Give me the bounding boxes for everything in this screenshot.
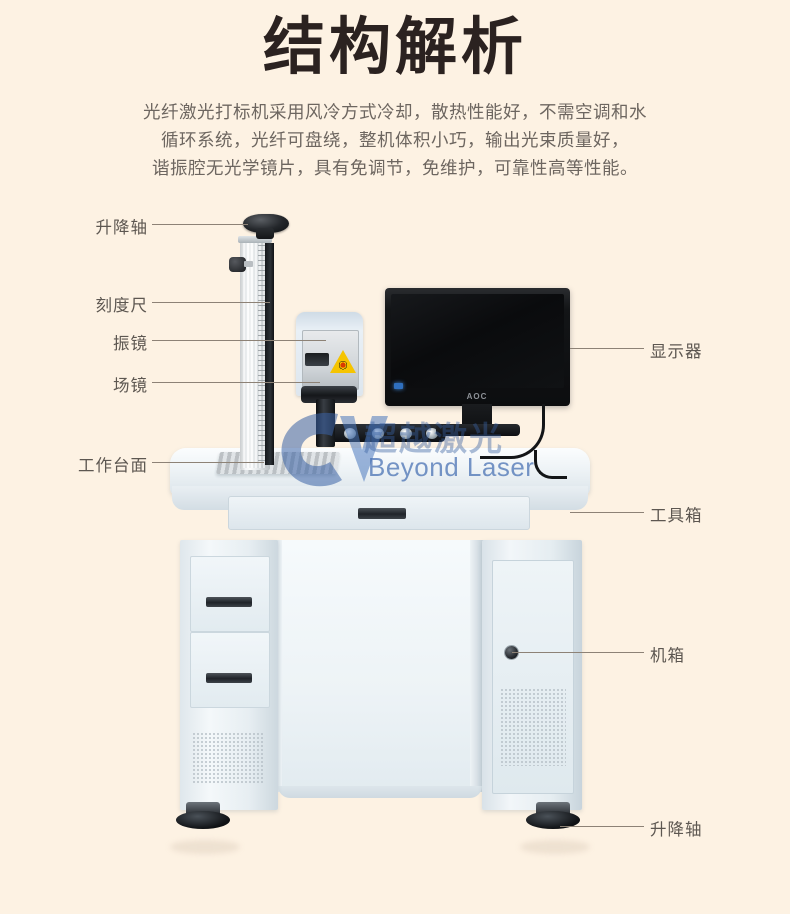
leader-line-monitor [570,348,644,349]
leader-line-galvanometer [152,340,326,341]
laser-optic-3 [400,428,412,439]
page-title: 结构解析 [262,13,527,82]
callout-label-galvanometer: 振镜 [113,335,148,353]
leader-line-chassis [512,652,644,653]
callout-label-scale-ruler: 刻度尺 [95,297,148,315]
page-description: 光纤激光打标机采用风冷方式冷却，散热性能好，不需空调和水 循环系统，光纤可盘绕，… [65,98,725,182]
laser-warning-icon [330,350,356,373]
foot-shadow-left [170,840,240,854]
callout-label-lifting-axis-top: 升降轴 [95,219,148,237]
drawer-lower-handle[interactable] [206,673,252,683]
drawer-lower[interactable] [190,632,270,708]
callout-label-chassis: 机箱 [650,647,685,665]
lock-icon[interactable] [505,646,518,659]
foot-shadow-right [520,840,590,854]
monitor-cable-lower [534,450,567,479]
scale-ruler-ticks [258,245,266,463]
cabinet-kick-plate [278,786,482,798]
drawer-upper[interactable] [190,556,270,632]
field-lens-mount-ring [301,386,357,403]
caster-pad-right [526,811,580,829]
galvanometer-connector-slot [305,353,329,366]
lifting-column-top-plate [238,236,272,243]
cabinet-inner-shadow-right [470,540,484,792]
drawer-upper-handle[interactable] [206,597,252,607]
description-line-1: 光纤激光打标机采用风冷方式冷却，散热性能好，不需空调和水 [143,102,647,122]
leader-line-scale-ruler [152,302,270,303]
callout-label-monitor: 显示器 [650,343,703,361]
power-led-icon [394,383,403,389]
callout-label-lifting-axis-foot: 升降轴 [650,821,703,839]
column-lock-knob[interactable] [229,257,253,272]
leader-line-toolbox [570,512,644,513]
caster-pad-left [176,811,230,829]
callout-label-field-lens: 场镜 [113,377,148,395]
cabinet-back-panel [278,540,482,792]
leader-line-lifting-axis-top [152,224,248,225]
laser-optic-1 [344,428,356,439]
caster-foot-left [176,802,230,829]
toolbox-drawer-handle[interactable] [358,508,406,519]
leader-line-lifting-axis-foot [560,826,644,827]
lifting-handwheel-knob[interactable] [243,214,289,233]
scale-ruler-strip [265,243,274,465]
description-line-2: 循环系统，光纤可盘绕，整机体积小巧，输出光束质量好， [161,130,629,150]
left-vent-panel [192,732,264,784]
laser-optic-2 [372,428,384,439]
description-line-3: 谐振腔无光学镜片，具有免调节，免维护，可靠性高等性能。 [152,158,638,178]
leader-line-field-lens [152,382,320,383]
callout-label-work-table: 工作台面 [78,457,148,475]
monitor-brand-logo: AOC [466,392,488,401]
monitor-screen[interactable] [391,294,564,388]
callout-label-toolbox: 工具箱 [650,507,703,525]
caster-foot-right [526,802,580,829]
work-table-surface [216,452,340,474]
lifting-handwheel-stem [256,228,274,239]
leader-line-work-table [152,462,264,463]
monitor-cable [480,404,545,459]
laser-optic-4 [426,428,438,439]
field-lens [316,399,335,447]
right-vent-panel [500,688,566,766]
